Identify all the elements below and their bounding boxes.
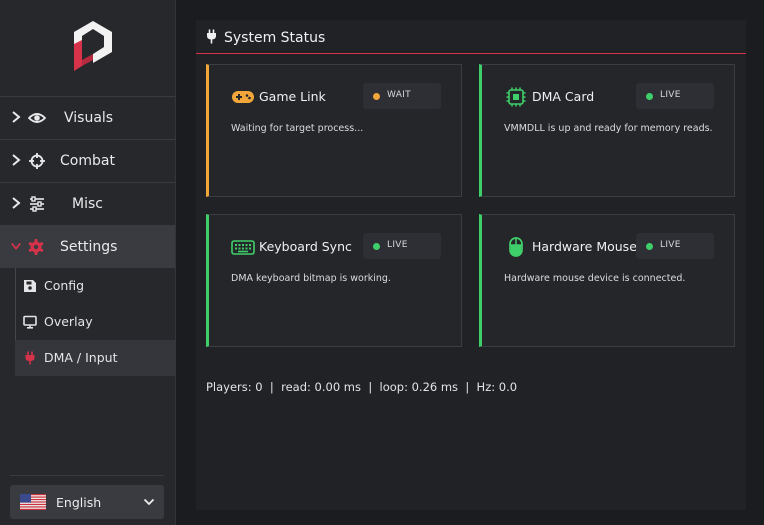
divider (0, 96, 175, 97)
sidebar-item-label: Visuals (64, 110, 114, 126)
card-title: Keyboard Sync (259, 239, 352, 254)
gear-icon (28, 239, 44, 255)
sidebar-item-visuals[interactable]: Visuals (0, 97, 175, 139)
status-card-dma-card: DMA Card LIVE VMMDLL is up and ready for… (479, 64, 735, 197)
chevron-right-icon (12, 197, 21, 209)
status-card-keyboard-sync: Keyboard Sync LIVE DMA keyboard bitmap i… (206, 214, 462, 347)
sidebar-item-combat[interactable]: Combat (0, 140, 175, 182)
chevron-down-icon (143, 498, 155, 506)
status-badge: WAIT (363, 83, 441, 109)
card-description: Hardware mouse device is connected. (504, 273, 686, 284)
panel-title: System Status (224, 30, 326, 46)
status-dot-icon (373, 93, 380, 100)
sidebar-subitem-label: DMA / Input (44, 350, 118, 365)
sidebar-item-misc[interactable]: Misc (0, 183, 175, 225)
status-badge: LIVE (636, 83, 714, 109)
sidebar-item-label: Misc (72, 196, 103, 212)
sidebar-item-settings[interactable]: Settings (0, 226, 175, 268)
status-badge: LIVE (636, 233, 714, 259)
sidebar-item-label: Combat (60, 153, 115, 169)
status-dot-icon (373, 243, 380, 250)
status-dot-icon (646, 93, 653, 100)
status-text: LIVE (660, 240, 681, 250)
divider (10, 475, 164, 476)
chevron-right-icon (12, 154, 21, 166)
performance-stats: Players: 0 | read: 0.00 ms | loop: 0.26 … (206, 380, 518, 394)
sliders-icon (30, 196, 44, 212)
monitor-icon (23, 315, 37, 329)
status-text: LIVE (660, 90, 681, 100)
status-badge: LIVE (363, 233, 441, 259)
chevron-right-icon (12, 111, 21, 123)
panel-header: System Status (196, 20, 746, 54)
card-title: DMA Card (532, 89, 595, 104)
sidebar-subitem-label: Overlay (44, 314, 93, 329)
status-text: WAIT (387, 90, 411, 100)
status-card-hardware-mouse: Hardware Mouse LIVE Hardware mouse devic… (479, 214, 735, 347)
chevron-down-icon (11, 242, 21, 250)
card-description: Waiting for target process... (231, 123, 364, 134)
chip-icon (506, 87, 526, 107)
crosshair-icon (29, 153, 45, 169)
sidebar-subitem-overlay[interactable]: Overlay (15, 304, 175, 340)
save-icon (24, 280, 36, 292)
system-status-panel: System Status Game Link WAIT Waiting for… (196, 20, 746, 510)
divider (0, 225, 175, 226)
plug-icon (25, 351, 35, 365)
divider (0, 139, 175, 140)
card-description: DMA keyboard bitmap is working. (231, 273, 391, 284)
gamepad-icon (232, 91, 254, 103)
sidebar-subitem-dma-input[interactable]: DMA / Input (15, 340, 175, 376)
app-logo (74, 21, 112, 71)
language-select[interactable]: English (10, 485, 164, 519)
sidebar: Visuals Combat Misc Settings Config (0, 0, 176, 525)
eye-icon (28, 113, 46, 123)
mouse-icon (509, 237, 523, 257)
submenu-rail (15, 268, 16, 376)
status-text: LIVE (387, 240, 408, 250)
card-description: VMMDLL is up and ready for memory reads. (504, 123, 713, 134)
language-label: English (56, 495, 102, 510)
sidebar-item-label: Settings (60, 239, 118, 255)
status-card-game-link: Game Link WAIT Waiting for target proces… (206, 64, 462, 197)
sidebar-subitem-config[interactable]: Config (15, 268, 175, 304)
divider (0, 182, 175, 183)
card-title: Hardware Mouse (532, 239, 637, 254)
sidebar-subitem-label: Config (44, 278, 85, 293)
plug-icon (207, 29, 216, 44)
us-flag-icon (20, 494, 46, 510)
keyboard-icon (231, 240, 255, 255)
card-title: Game Link (259, 89, 326, 104)
status-dot-icon (646, 243, 653, 250)
